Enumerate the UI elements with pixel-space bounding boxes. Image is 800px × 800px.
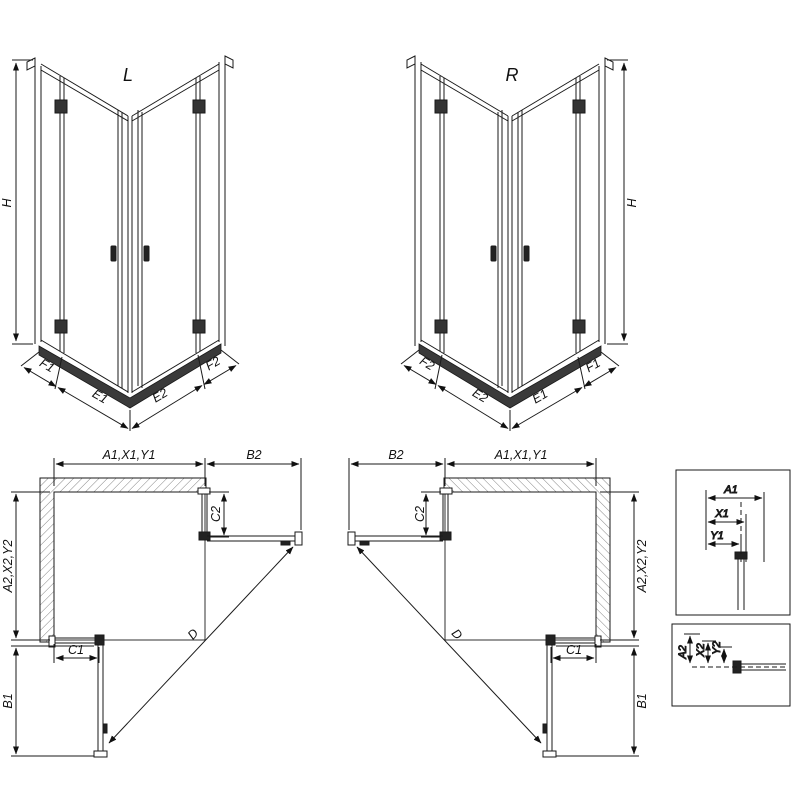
plan-right-linework xyxy=(348,458,639,757)
dim-label-c1-plan-right: C1 xyxy=(566,643,582,657)
detail-box-bottom-frame xyxy=(671,623,791,707)
dim-label-c2-plan-right: C2 xyxy=(413,506,427,522)
dim-label-f1-right: F1 xyxy=(583,356,603,375)
iso-right-title: R xyxy=(506,65,519,85)
iso-left-linework xyxy=(12,56,239,431)
dim-label-c1-plan-left: C1 xyxy=(68,643,84,657)
plan-left-linework xyxy=(11,458,302,757)
detail-top-label-a1: A1 xyxy=(723,484,737,496)
dim-label-e1-left: E1 xyxy=(90,387,110,407)
dim-label-f2-left: F2 xyxy=(203,354,223,374)
detail-bottom-label-x2: X2 xyxy=(695,643,707,657)
detail-box-bottom: A2 X2 Y2 xyxy=(671,623,791,707)
plan-right-labels: B2 A1,X1,Y1 C2 A2,X2,Y2 C1 B1 D xyxy=(388,448,649,709)
iso-right-linework xyxy=(401,56,628,431)
dim-label-b2-plan-left: B2 xyxy=(246,448,261,462)
dim-label-a1x1y1-plan-left: A1,X1,Y1 xyxy=(102,448,156,462)
dim-label-f2-right: F2 xyxy=(417,354,437,374)
dim-label-b1-plan-left: B1 xyxy=(1,693,15,708)
dim-label-a2x2y2-plan-right: A2,X2,Y2 xyxy=(635,540,649,594)
dim-label-e1-right: E1 xyxy=(530,387,550,407)
dim-label-e2-left: E2 xyxy=(150,386,170,406)
dim-label-height-left: H xyxy=(0,198,14,208)
detail-box-top-frame xyxy=(675,469,791,616)
dim-label-e2-right: E2 xyxy=(470,386,490,406)
detail-top-label-x1: X1 xyxy=(714,508,728,520)
iso-left-title: L xyxy=(123,65,133,85)
iso-left-labels: L H F1 E1 E2 F2 xyxy=(0,65,223,406)
dim-label-f1-left: F1 xyxy=(37,356,57,375)
dim-label-c2-plan-left: C2 xyxy=(209,506,223,522)
detail-bottom-label-y2: Y2 xyxy=(711,641,723,654)
detail-top-label-y1: Y1 xyxy=(710,530,723,542)
dim-label-a1x1y1-plan-right: A1,X1,Y1 xyxy=(494,448,548,462)
dim-label-a2x2y2-plan-left: A2,X2,Y2 xyxy=(1,540,15,594)
iso-right-labels: R H F2 E2 E1 F1 xyxy=(417,65,639,406)
detail-bottom-label-a2: A2 xyxy=(677,645,689,659)
dim-label-b1-plan-right: B1 xyxy=(635,693,649,708)
dim-label-b2-plan-right: B2 xyxy=(388,448,403,462)
dim-label-height-right: H xyxy=(625,198,639,208)
detail-box-top: A1 X1 Y1 xyxy=(675,469,791,616)
